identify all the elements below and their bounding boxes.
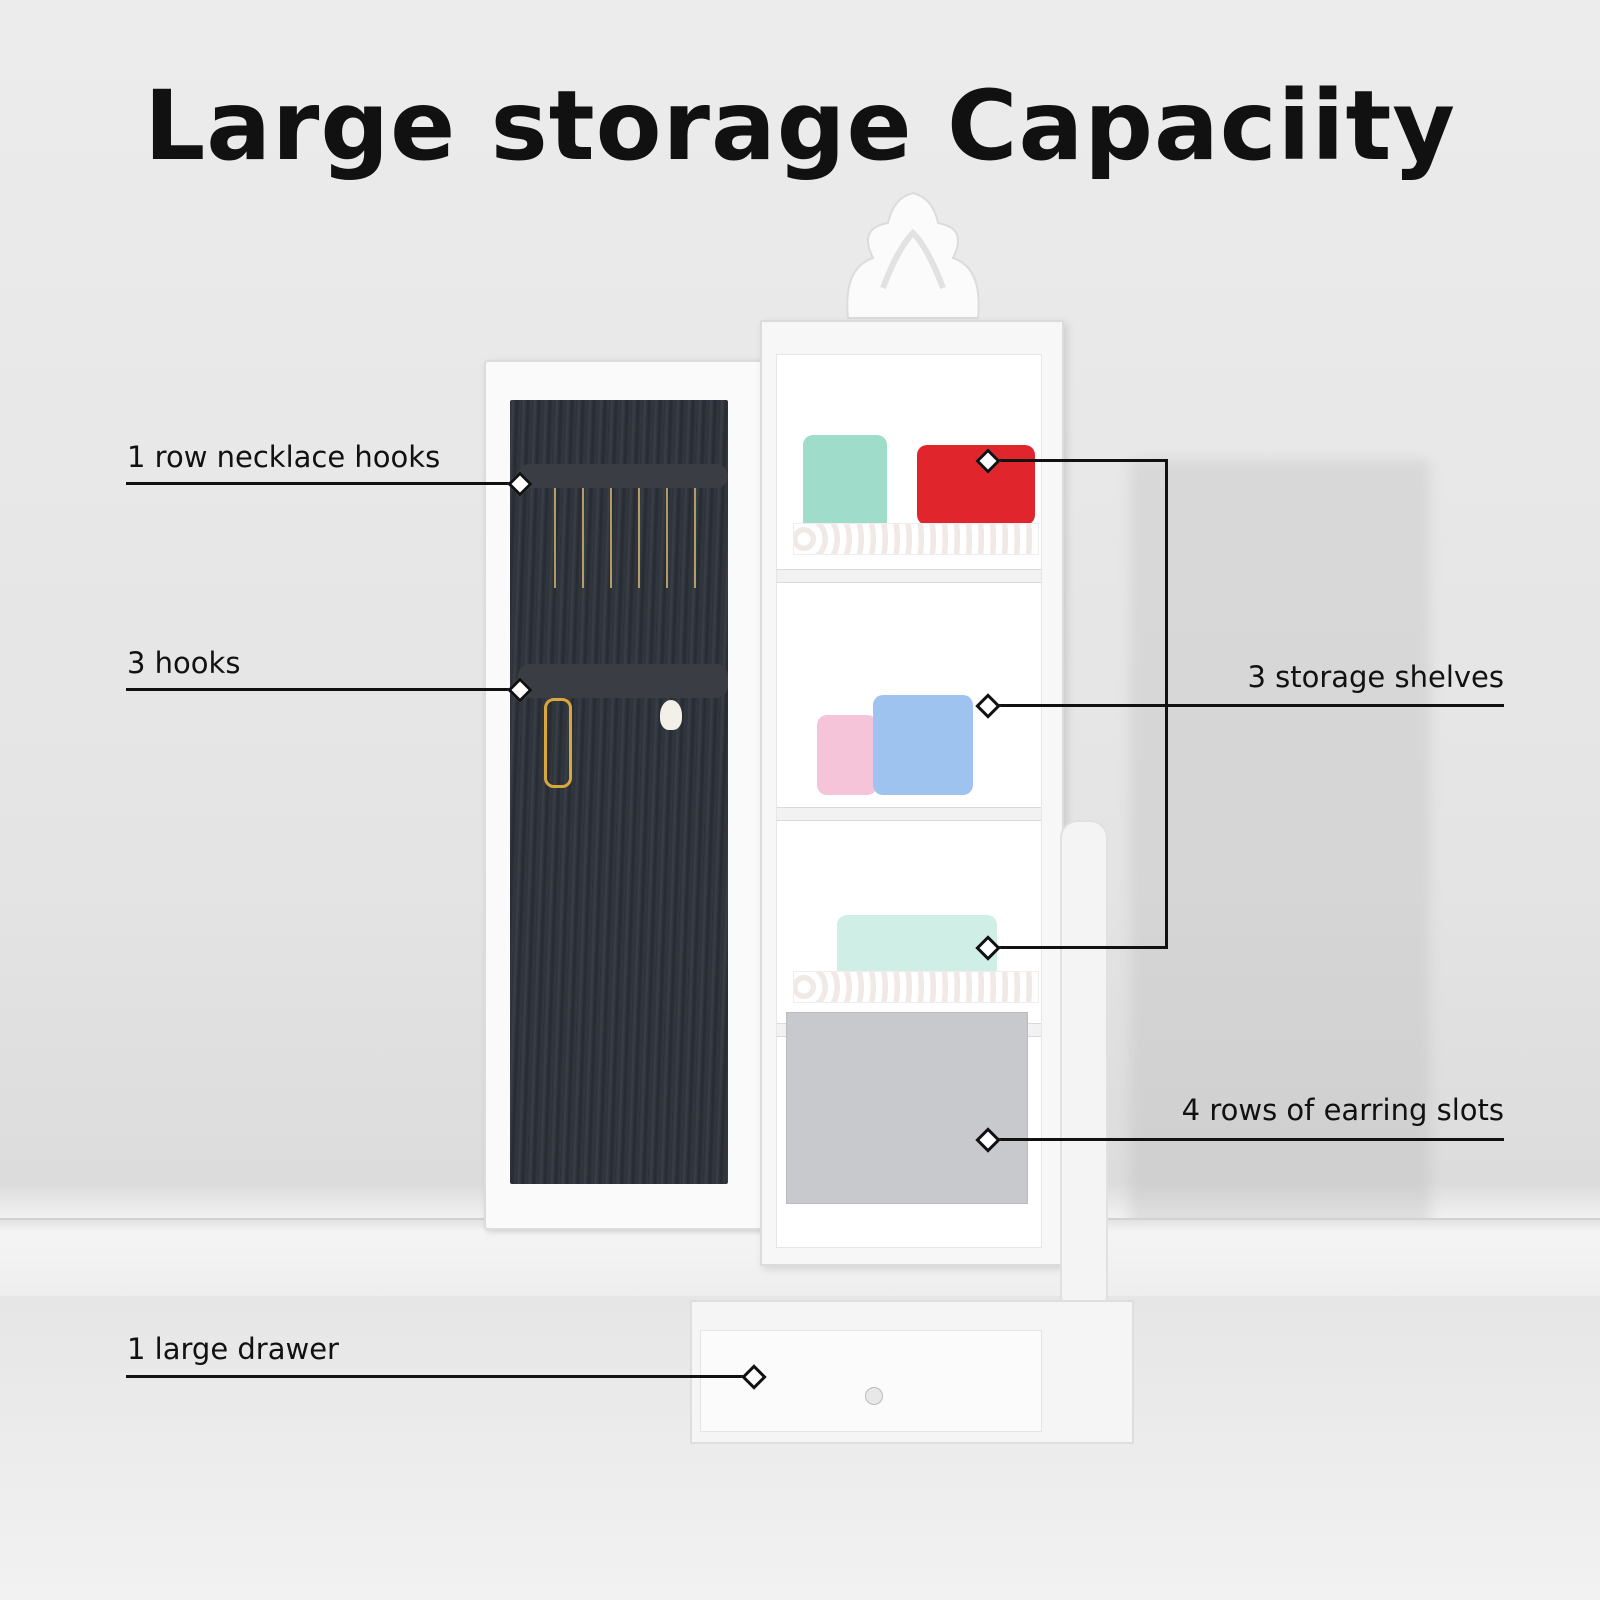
blue-box [873,695,973,795]
leader-line [986,1138,1504,1141]
callout-label: 4 rows of earring slots [1181,1093,1504,1127]
pink-toy [817,715,877,795]
bracket-top [986,459,1168,462]
drawer-knob [865,1387,883,1405]
shelf-2 [777,807,1041,821]
three-hook-bar [518,664,728,698]
shelf-1 [777,569,1041,583]
cabinet-stand [1060,820,1108,1314]
red-purse [917,445,1035,525]
green-toy [803,435,887,539]
page-title: Large storage Capaciity [144,70,1456,182]
callout-label: 3 storage shelves [1247,660,1504,694]
callout-label: 3 hooks [127,646,241,680]
cabinet-door [484,360,766,1230]
cabinet-base [690,1300,1134,1444]
leader-line [986,704,1504,707]
lace-rail-bottom [793,971,1039,1003]
hanging-earrings [544,698,572,788]
leader-line [126,482,520,485]
bracket-bottom [986,946,1168,949]
callout-label: 1 large drawer [127,1332,339,1366]
leader-line [126,1375,752,1378]
earring-slot-panel [786,1012,1028,1204]
cabinet-body [760,320,1064,1266]
necklaces [540,488,700,588]
necklace-hook-bar [518,464,728,488]
leader-line [126,688,520,691]
bracket-vertical [1165,459,1168,949]
lace-rail-top [793,523,1039,555]
callout-label: 1 row necklace hooks [127,440,441,474]
heart-pendant [660,700,682,730]
cabinet-shadow [1130,460,1430,1260]
door-wood-panel [510,400,728,1184]
crown-ornament [846,191,980,319]
